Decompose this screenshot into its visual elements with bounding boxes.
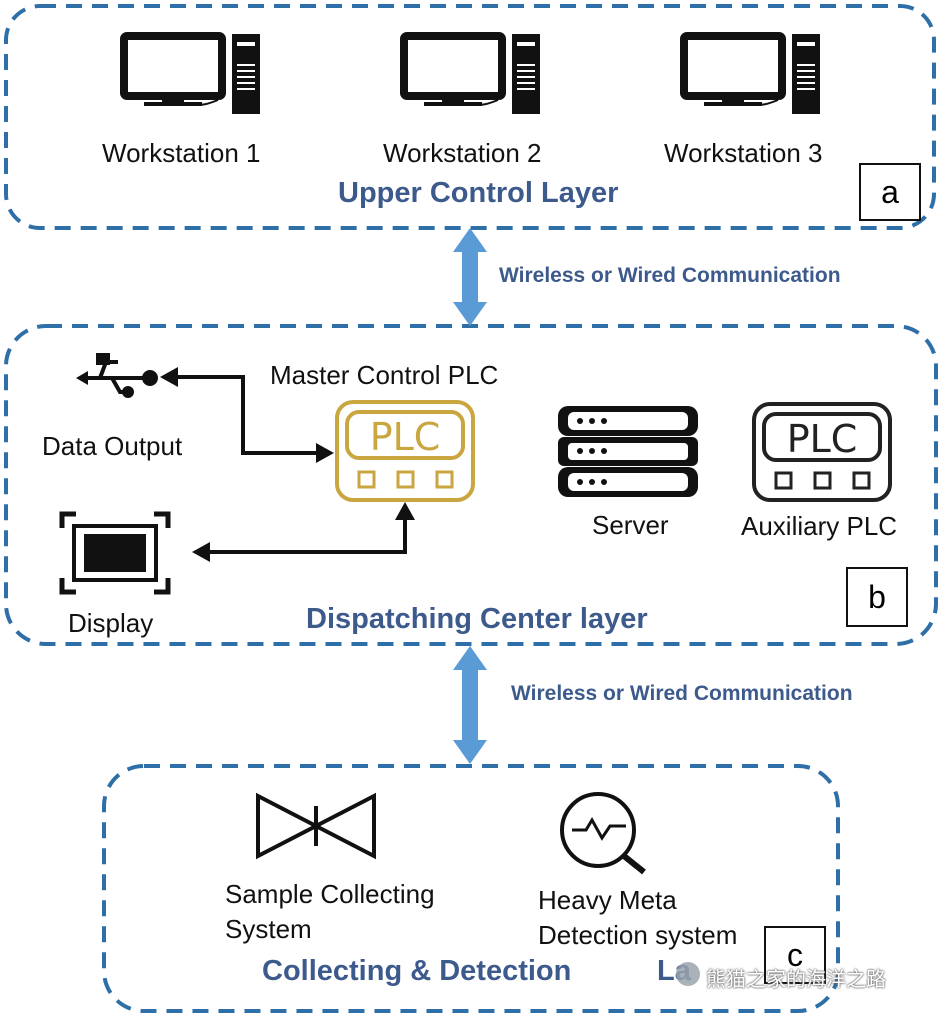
- dispatch-layer-title: Dispatching Center layer: [306, 603, 648, 635]
- watermark-text: 熊猫之家的海洋之路: [706, 967, 886, 991]
- workstation-icon: [400, 32, 540, 114]
- dispatch-layer-frame: [4, 324, 938, 646]
- detect-label-line2: Detection system: [538, 920, 738, 950]
- arrowhead-up: [395, 502, 415, 520]
- detect-label-line1: Heavy Meta: [538, 885, 677, 915]
- workstation-icon: [680, 32, 820, 114]
- usb-icon: [76, 353, 158, 398]
- arrowhead-left: [192, 542, 210, 562]
- collect-layer-frame: [102, 764, 840, 1013]
- server-label: Server: [592, 510, 669, 540]
- layer-tag-a: a: [859, 163, 921, 221]
- arrowhead-left: [160, 367, 178, 387]
- data-output-label: Data Output: [42, 431, 183, 461]
- workstation-label: Workstation 1: [102, 138, 261, 168]
- aux-plc-text: PLC: [787, 417, 858, 461]
- upper-layer-frame: [4, 4, 936, 230]
- comm-label-upper: Wireless or Wired Communication: [499, 264, 841, 287]
- master-plc-label: Master Control PLC: [270, 360, 499, 390]
- master-plc-text: PLC: [370, 415, 441, 459]
- comm-arrow-lower: [453, 646, 487, 764]
- display-label: Display: [68, 608, 154, 638]
- collect-layer-title: Collecting & Detection: [262, 955, 572, 987]
- display-connector: [208, 518, 407, 554]
- layer-tag-c: c: [764, 926, 826, 984]
- wechat-icon: [676, 962, 700, 986]
- detection-icon: [560, 792, 646, 875]
- server-icon: [558, 406, 698, 497]
- aux-plc-icon: [752, 402, 892, 502]
- comm-label-lower: Wireless or Wired Communication: [511, 682, 853, 705]
- sample-label-line2: System: [225, 914, 312, 944]
- aux-plc-label: Auxiliary PLC: [741, 511, 898, 541]
- data-output-connector: [172, 375, 318, 455]
- valve-icon: [256, 792, 376, 860]
- workstation-label: Workstation 3: [664, 138, 823, 168]
- upper-layer-title: Upper Control Layer: [338, 177, 619, 209]
- workstation-label: Workstation 2: [383, 138, 542, 168]
- arrowhead-right: [316, 443, 334, 463]
- layer-tag-b: b: [846, 567, 908, 627]
- comm-arrow-upper: [453, 228, 487, 326]
- workstation-icon: [120, 32, 260, 114]
- sample-label-line1: Sample Collecting: [225, 879, 435, 909]
- master-plc-icon: [335, 400, 475, 502]
- display-icon: [59, 511, 171, 595]
